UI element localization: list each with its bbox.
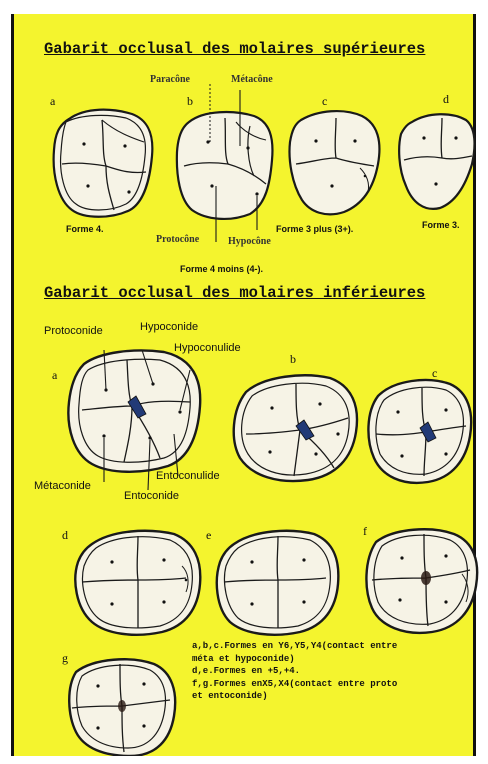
legend-line-4: f,g.Formes enX5,X4(contact entre proto bbox=[192, 678, 472, 691]
lower-molar-a bbox=[68, 350, 200, 490]
label-entoconulide: Entoconulide bbox=[156, 470, 220, 482]
lower-letter-c: c bbox=[432, 366, 437, 381]
lower-letter-b: b bbox=[290, 352, 296, 367]
lower-letter-e: e bbox=[206, 528, 211, 543]
lower-letter-f: f bbox=[363, 524, 367, 539]
label-metaconide: Métaconide bbox=[34, 480, 91, 492]
legend-line-2: méta et hypoconide) bbox=[192, 653, 472, 666]
label-metacone: Métacône bbox=[231, 74, 273, 85]
lower-molar-d bbox=[75, 531, 200, 635]
legend-line-5: et entoconide) bbox=[192, 690, 472, 703]
upper-letter-d: d bbox=[443, 92, 449, 107]
label-hypoconulide: Hypoconulide bbox=[174, 342, 241, 354]
lower-letter-d: d bbox=[62, 528, 68, 543]
upper-molar-a bbox=[54, 110, 153, 217]
lower-molar-b bbox=[234, 375, 357, 481]
lower-letter-g: g bbox=[62, 651, 68, 666]
forme-label-d: Forme 3. bbox=[422, 220, 460, 230]
legend-line-3: d,e.Formes en +5,+4. bbox=[192, 665, 472, 678]
lower-molar-g bbox=[69, 659, 175, 756]
label-hypoconide: Hypoconide bbox=[140, 321, 198, 333]
lower-molar-c bbox=[368, 380, 471, 483]
upper-molar-d bbox=[399, 114, 474, 209]
diagram-sheet: Gabarit occlusal des molaires supérieure… bbox=[11, 14, 476, 756]
legend-forms: a,b,c.Formes en Y6,Y5,Y4(contact entre m… bbox=[192, 640, 472, 703]
title-upper-molars: Gabarit occlusal des molaires supérieure… bbox=[44, 40, 425, 58]
label-hypocone: Hypocône bbox=[228, 236, 271, 247]
upper-letter-b: b bbox=[187, 94, 193, 109]
forme-label-b: Forme 4 moins (4-). bbox=[180, 264, 263, 274]
forme-label-c: Forme 3 plus (3+). bbox=[276, 224, 353, 234]
lower-molar-f bbox=[366, 529, 477, 633]
lower-molar-e bbox=[217, 531, 339, 635]
label-protoconide: Protoconide bbox=[44, 325, 103, 337]
lower-letter-a: a bbox=[52, 368, 57, 383]
upper-letter-a: a bbox=[50, 94, 55, 109]
label-paracone: Paracône bbox=[150, 74, 190, 85]
title-lower-molars: Gabarit occlusal des molaires inférieure… bbox=[44, 284, 425, 302]
label-entoconide: Entoconide bbox=[124, 490, 179, 502]
upper-letter-c: c bbox=[322, 94, 327, 109]
forme-label-a: Forme 4. bbox=[66, 224, 104, 234]
legend-line-1: a,b,c.Formes en Y6,Y5,Y4(contact entre bbox=[192, 640, 472, 653]
upper-molar-c bbox=[290, 111, 380, 214]
label-protocone: Protocône bbox=[156, 234, 199, 245]
